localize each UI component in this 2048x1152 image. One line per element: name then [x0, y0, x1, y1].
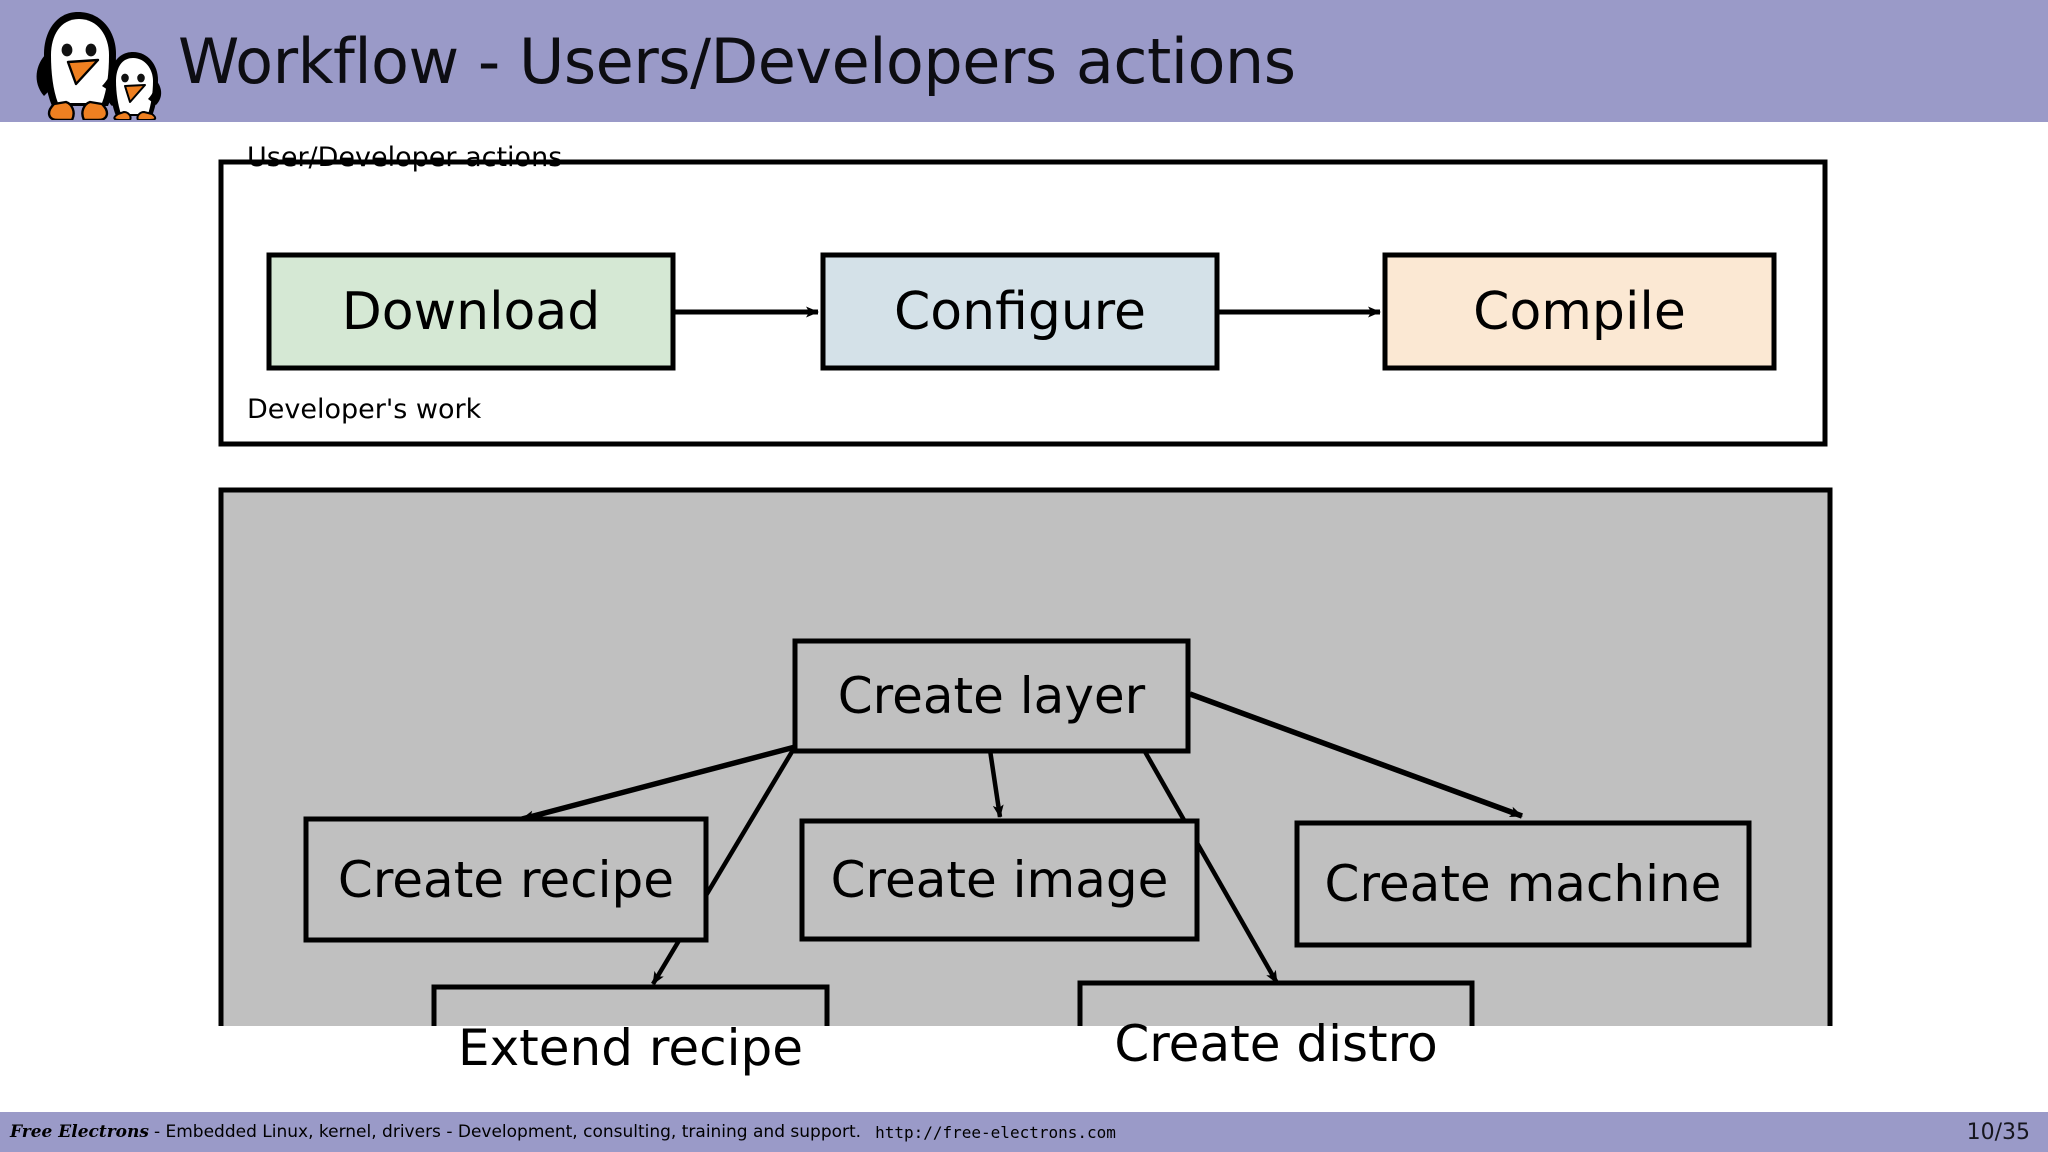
- node-configure-rect: [820, 252, 1220, 371]
- slide-content: User/Developer actions Download Configur…: [0, 122, 2048, 1077]
- node-extend-recipe-rect: [431, 984, 830, 1026]
- group-label-user-developer-actions: User/Developer actions: [247, 142, 563, 173]
- edge-createlayer-to-extendrecipe: [651, 748, 795, 986]
- node-compile[interactable]: Compile: [1473, 281, 1686, 342]
- footer-credit: Free Electrons - Embedded Linux, kernel,…: [10, 1112, 1116, 1152]
- node-create-image-rect: [799, 818, 1200, 942]
- node-create-layer-rect: [792, 638, 1191, 754]
- workflow-diagram: [218, 159, 1833, 1026]
- edge-createlayer-to-createrecipe: [521, 744, 796, 822]
- node-download-rect: [266, 252, 676, 371]
- slide-header: Workflow - Users/Developers actions: [0, 0, 2048, 122]
- edge-createlayer-to-createimage: [987, 749, 1004, 818]
- node-extend-recipe[interactable]: Extend recipe: [458, 1018, 803, 1077]
- footer-tagline: - Embedded Linux, kernel, drivers - Deve…: [153, 1122, 862, 1142]
- node-configure[interactable]: Configure: [893, 281, 1147, 342]
- edge-createlayer-to-createmachine: [1189, 691, 1523, 819]
- free-electrons-penguins-logo: [26, 8, 166, 122]
- footer-url-link[interactable]: http://free-electrons.com: [875, 1122, 1116, 1142]
- node-create-distro[interactable]: Create distro: [1114, 1014, 1438, 1073]
- node-download[interactable]: Download: [341, 281, 601, 342]
- edge-createlayer-to-createdistro: [1142, 748, 1279, 985]
- slide-footer: Free Electrons - Embedded Linux, kernel,…: [0, 1112, 2048, 1152]
- page-title: Workflow - Users/Developers actions: [178, 24, 1296, 98]
- node-create-recipe-rect: [303, 816, 709, 943]
- footer-brand: Free Electrons: [10, 1122, 149, 1142]
- node-compile-rect: [1382, 252, 1777, 371]
- node-create-machine[interactable]: Create machine: [1324, 855, 1722, 913]
- node-create-image[interactable]: Create image: [830, 851, 1169, 909]
- node-create-layer[interactable]: Create layer: [837, 667, 1146, 725]
- group-label-developers-work: Developer's work: [247, 394, 482, 425]
- node-create-distro-rect: [1077, 980, 1475, 1026]
- page-number: 10/35: [1966, 1119, 2030, 1145]
- node-create-machine-rect: [1294, 820, 1752, 948]
- node-create-recipe[interactable]: Create recipe: [337, 850, 675, 909]
